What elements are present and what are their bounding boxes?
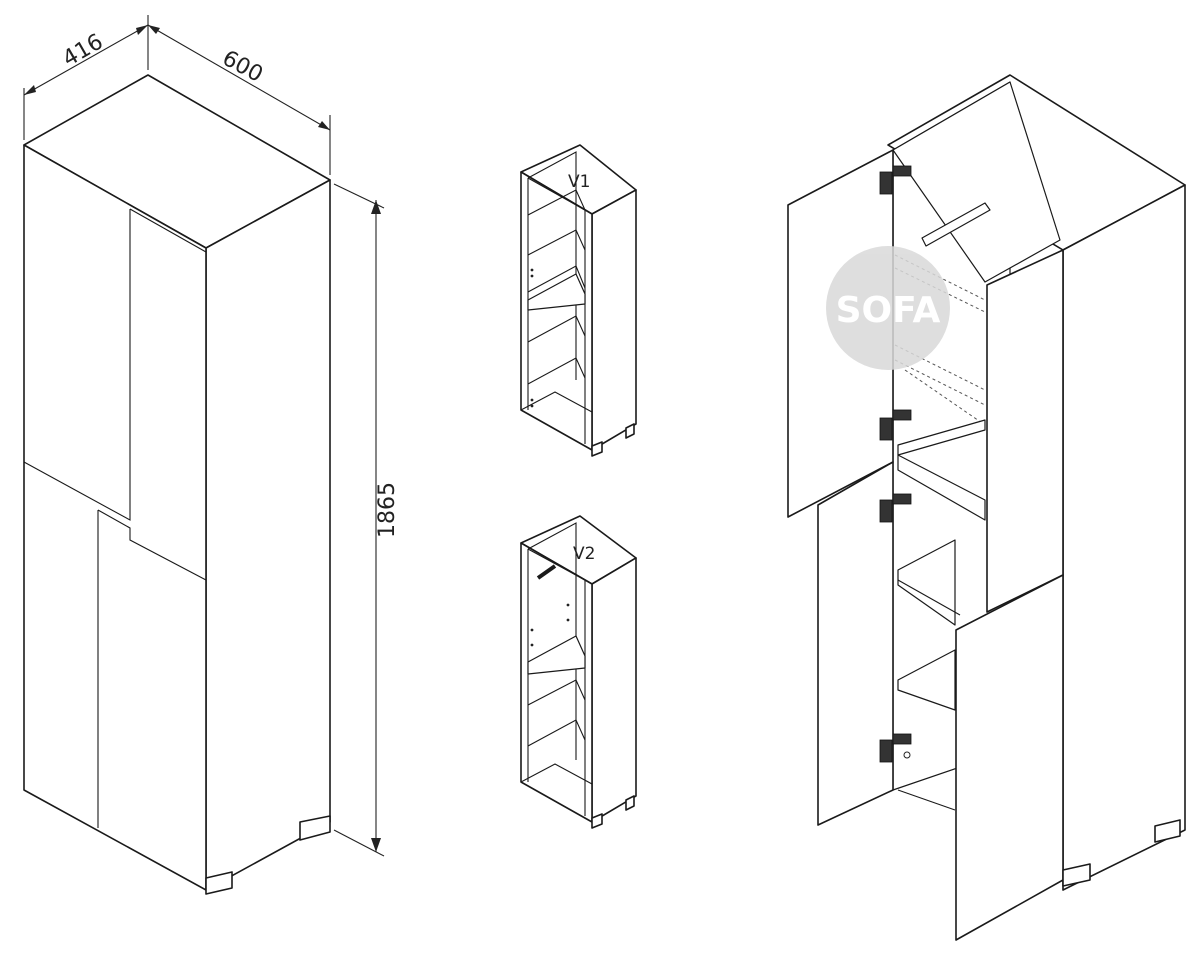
variant-v1-view: V1: [520, 144, 637, 457]
hinge-lower-top: [879, 493, 912, 523]
cabinet-foot-right: [299, 815, 331, 841]
lower-right-door: [955, 574, 1064, 941]
hinge-upper-bottom: [879, 409, 912, 441]
door-split-mid: [97, 509, 207, 581]
cabinet-foot-front: [205, 871, 233, 895]
depth-dimension-label: 416: [59, 29, 108, 72]
watermark-text: SOFA: [836, 290, 941, 331]
door-split-upper: [23, 209, 131, 521]
upper-right-door: [986, 249, 1064, 613]
hinge-lower-bottom: [879, 733, 912, 763]
open-cabinet-view: [787, 74, 1186, 941]
hinge-upper-top: [879, 165, 912, 195]
sofa-watermark-logo: SOFA: [826, 246, 950, 370]
cabinet-front-face: [23, 144, 207, 891]
width-dimension-line: [147, 24, 331, 131]
variant-v1-label: V1: [568, 172, 590, 192]
cabinet-side-face: [205, 179, 331, 891]
variant-v2-view: V2: [520, 515, 637, 829]
height-dimension-label: 1865: [375, 482, 400, 538]
depth-dimension-line: [23, 24, 149, 96]
width-dimension-label: 600: [218, 46, 267, 88]
lower-left-door: [817, 461, 894, 826]
closed-cabinet-view: 416 600 1865: [23, 15, 400, 895]
variant-v2-label: V2: [573, 544, 595, 564]
